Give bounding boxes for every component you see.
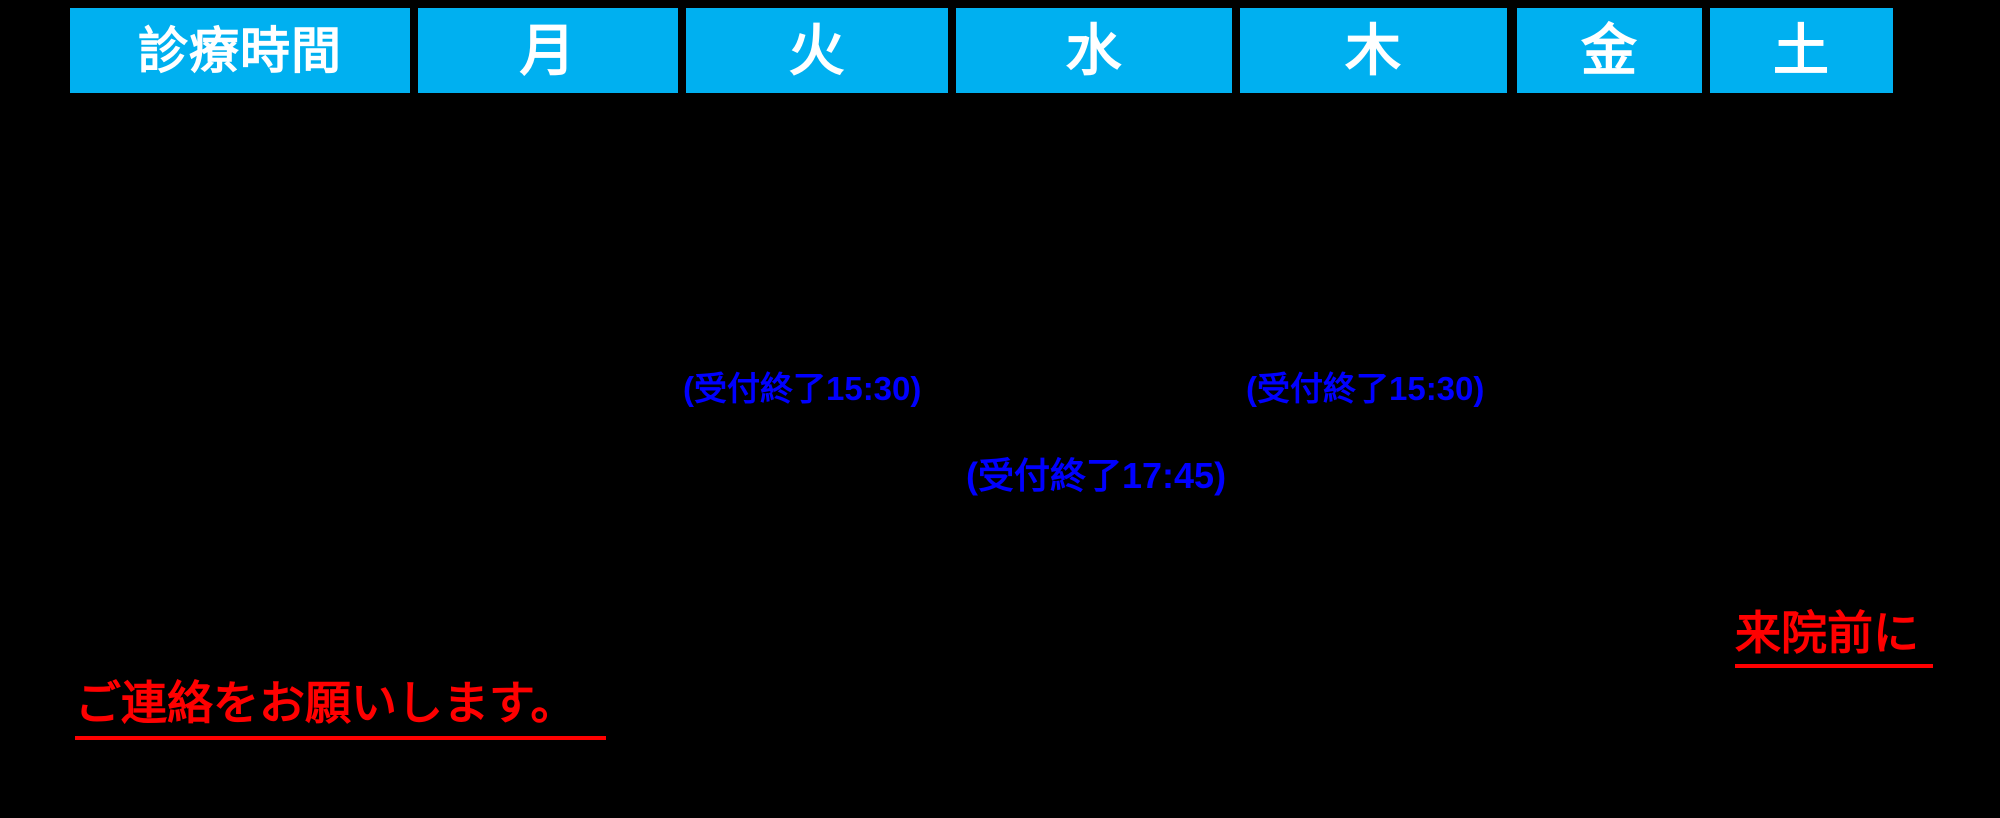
header-cell-tuesday: 火 xyxy=(686,8,948,93)
header-cell-friday: 金 xyxy=(1517,8,1702,93)
header-cell-hours: 診療時間 xyxy=(70,8,410,93)
header-cell-saturday: 土 xyxy=(1710,8,1893,93)
warning-text-line2: ご連絡をお願いします。 xyxy=(75,678,607,740)
header-cell-thursday: 木 xyxy=(1240,8,1507,93)
reception-close-note-wednesday: (受付終了17:45) xyxy=(966,455,1227,496)
header-cell-wednesday: 水 xyxy=(956,8,1232,93)
reception-close-note-thursday: (受付終了15:30) xyxy=(1246,370,1485,407)
warning-text-line1: 来院前に xyxy=(1735,608,1933,668)
header-cell-monday: 月 xyxy=(418,8,678,93)
reception-close-note-tuesday: (受付終了15:30) xyxy=(683,370,922,407)
